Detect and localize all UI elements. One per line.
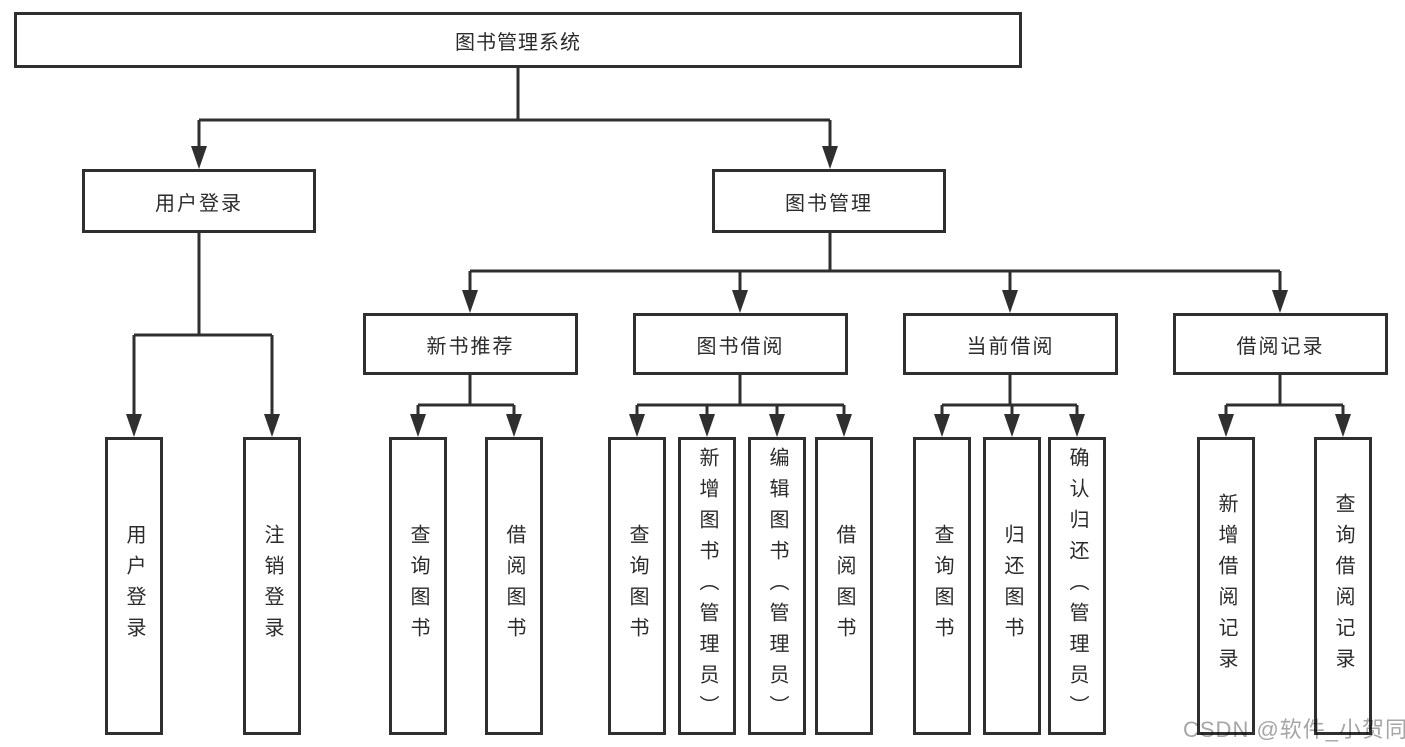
node-new-book-recommend-label: 新书推荐 — [426, 335, 515, 358]
node-book-management-label: 图书管理 — [785, 192, 873, 215]
node-current-borrow-label: 当前借阅 — [966, 335, 1055, 358]
node-library-system-label: 图书管理系统 — [455, 31, 581, 54]
leaf-confirm-return-admin-label: 确认归还（管理员） — [1066, 446, 1088, 726]
node-book-management: 图书管理 — [712, 169, 946, 233]
leaf-query-books-3-label: 查询图书 — [931, 524, 953, 648]
leaf-borrow-books-1-label: 借阅图书 — [503, 524, 525, 648]
leaf-query-books-1: 查询图书 — [389, 437, 447, 735]
node-user-login-label: 用户登录 — [155, 192, 243, 215]
leaf-edit-books-admin: 编辑图书（管理员） — [748, 437, 806, 735]
node-user-login: 用户登录 — [82, 169, 316, 233]
node-new-book-recommend: 新书推荐 — [363, 313, 578, 375]
leaf-confirm-return-admin: 确认归还（管理员） — [1048, 437, 1106, 735]
node-book-borrow: 图书借阅 — [633, 313, 848, 375]
leaf-borrow-books-2-label: 借阅图书 — [833, 524, 855, 648]
leaf-add-borrow-record-label: 新增借阅记录 — [1215, 493, 1237, 679]
leaf-user-login-label: 用户登录 — [123, 524, 145, 648]
leaf-borrow-books-1: 借阅图书 — [485, 437, 543, 735]
node-current-borrow: 当前借阅 — [903, 313, 1118, 375]
csdn-watermark: CSDN @软件_小贺同学 — [1183, 717, 1405, 742]
leaf-query-borrow-record: 查询借阅记录 — [1314, 437, 1372, 735]
leaf-query-books-2-label: 查询图书 — [626, 524, 648, 648]
leaf-return-books: 归还图书 — [983, 437, 1041, 735]
leaf-query-borrow-record-label: 查询借阅记录 — [1332, 493, 1354, 679]
leaf-user-login: 用户登录 — [105, 437, 163, 735]
leaf-return-books-label: 归还图书 — [1001, 524, 1023, 648]
node-library-system: 图书管理系统 — [14, 12, 1022, 68]
leaf-add-borrow-record: 新增借阅记录 — [1197, 437, 1255, 735]
leaf-edit-books-admin-label: 编辑图书（管理员） — [766, 446, 788, 726]
leaf-logout: 注销登录 — [243, 437, 301, 735]
leaf-logout-label: 注销登录 — [261, 524, 283, 648]
leaf-query-books-1-label: 查询图书 — [407, 524, 429, 648]
leaf-query-books-2: 查询图书 — [608, 437, 666, 735]
node-borrow-records-label: 借阅记录 — [1236, 335, 1325, 358]
node-book-borrow-label: 图书借阅 — [696, 335, 785, 358]
leaf-add-books-admin-label: 新增图书（管理员） — [696, 446, 718, 726]
node-borrow-records: 借阅记录 — [1173, 313, 1388, 375]
leaf-borrow-books-2: 借阅图书 — [815, 437, 873, 735]
leaf-query-books-3: 查询图书 — [913, 437, 971, 735]
leaf-add-books-admin: 新增图书（管理员） — [678, 437, 736, 735]
